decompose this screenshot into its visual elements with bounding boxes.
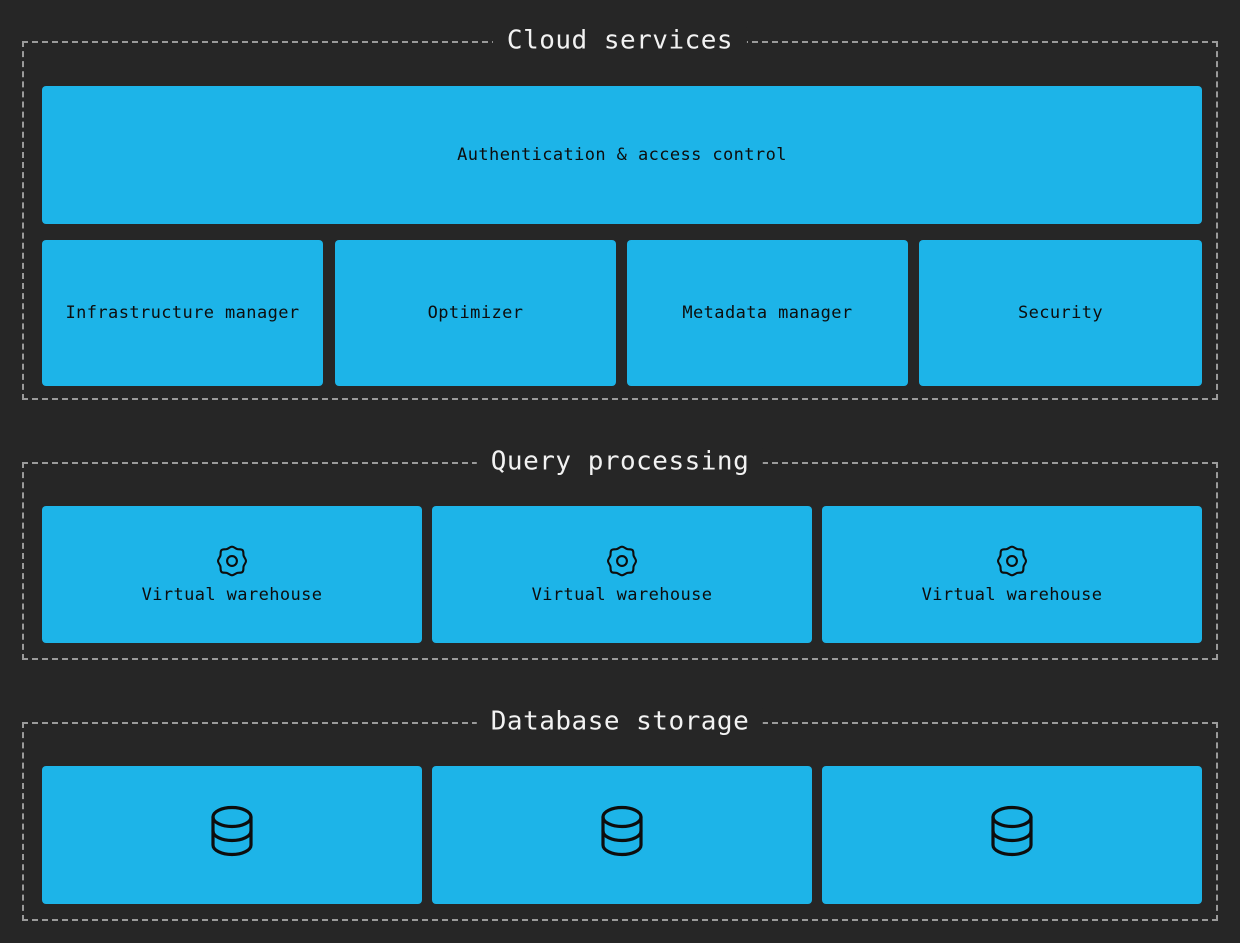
node-virtual-warehouse-3[interactable]: Virtual warehouse [822, 506, 1202, 643]
node-label: Infrastructure manager [65, 303, 300, 323]
group-title-query-processing: Query processing [476, 448, 764, 475]
database-icon [208, 804, 256, 858]
node-authentication-access-control[interactable]: Authentication & access control [42, 86, 1202, 224]
group-title-database-storage: Database storage [476, 708, 764, 735]
node-label: Optimizer [427, 303, 524, 323]
node-security[interactable]: Security [919, 240, 1202, 386]
node-database-storage-2[interactable] [432, 766, 812, 904]
node-metadata-manager[interactable]: Metadata manager [627, 240, 908, 386]
node-label: Metadata manager [682, 303, 853, 323]
group-title-cloud-services: Cloud services [492, 27, 748, 54]
node-database-storage-3[interactable] [822, 766, 1202, 904]
node-optimizer[interactable]: Optimizer [335, 240, 616, 386]
node-label: Virtual warehouse [921, 584, 1103, 605]
gear-icon [216, 545, 248, 577]
node-virtual-warehouse-2[interactable]: Virtual warehouse [432, 506, 812, 643]
node-infrastructure-manager[interactable]: Infrastructure manager [42, 240, 323, 386]
group-cloud-services: Cloud services Authentication & access c… [22, 27, 1218, 400]
group-query-processing: Query processing Virtual warehouse Virtu… [22, 448, 1218, 660]
node-label: Security [1017, 303, 1104, 323]
node-database-storage-1[interactable] [42, 766, 422, 904]
node-virtual-warehouse-1[interactable]: Virtual warehouse [42, 506, 422, 643]
database-icon [598, 804, 646, 858]
gear-icon [996, 545, 1028, 577]
node-label: Virtual warehouse [531, 584, 713, 605]
node-label: Authentication & access control [457, 145, 787, 165]
database-icon [988, 804, 1036, 858]
group-database-storage: Database storage [22, 708, 1218, 921]
node-label: Virtual warehouse [141, 584, 323, 605]
gear-icon [606, 545, 638, 577]
